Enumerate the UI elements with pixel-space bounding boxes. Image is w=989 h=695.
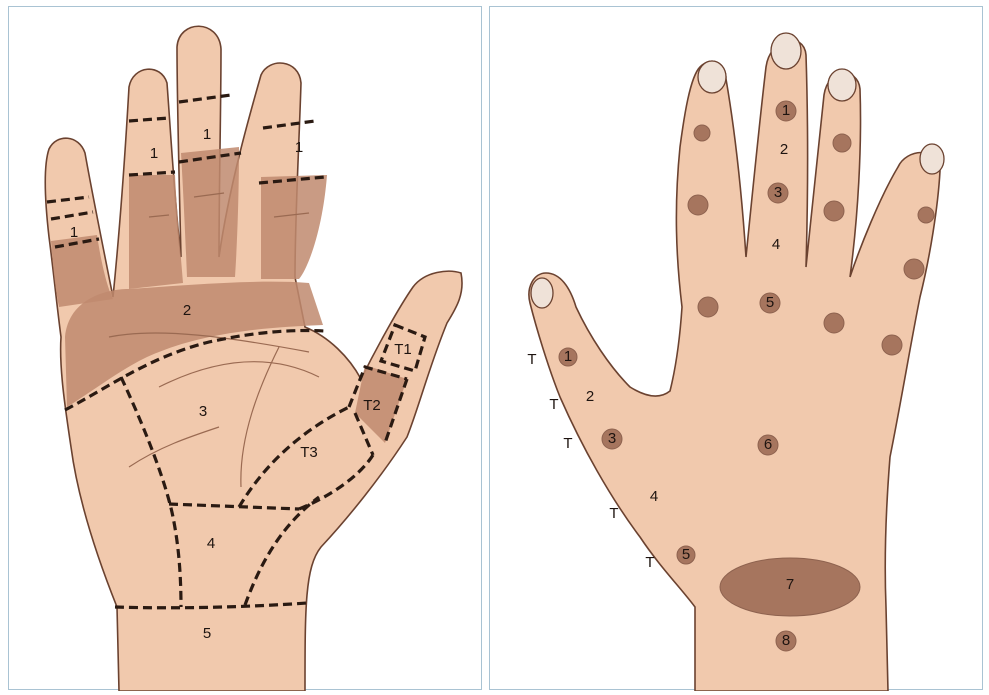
- t-marker-3: T: [563, 435, 572, 452]
- middle-fingernail-dorsal: [771, 33, 801, 69]
- palm-central-zone-label: 3: [199, 403, 207, 420]
- thumb-mcp-label: 3: [608, 430, 616, 447]
- index-mcp-spot: [698, 297, 718, 317]
- index-finger-zone-label: 1: [295, 139, 303, 156]
- middle-shaft-lower-label: 4: [772, 236, 780, 253]
- thumb-shaft-upper-label: 2: [586, 388, 594, 405]
- index-proximal-shade: [261, 175, 327, 279]
- little-pip-spot: [904, 259, 924, 279]
- ring-dip-spot: [833, 134, 851, 152]
- dorsal-view-panel: 1 2 3 4 5 6 7 8 1 2 3 4 5 T T T T T: [489, 6, 983, 690]
- palm-upper-zone-label: 2: [183, 302, 191, 319]
- little-dip-spot: [918, 207, 934, 223]
- middle-distal-label: 1: [782, 102, 790, 119]
- little-mcp-spot: [882, 335, 902, 355]
- thumb-base-label: 5: [682, 546, 690, 563]
- ring-mcp-spot: [824, 313, 844, 333]
- wrist-band-label: 7: [786, 576, 794, 593]
- ring-pip-spot: [824, 201, 844, 221]
- wrist-zone-label: 5: [203, 625, 211, 642]
- middle-finger-zone-label: 1: [203, 126, 211, 143]
- index-dip-spot: [694, 125, 710, 141]
- thumb-nail-dorsal: [531, 278, 553, 308]
- ring-fingernail-dorsal: [828, 69, 856, 101]
- t-marker-1: T: [527, 351, 536, 368]
- little-finger-zone-label: 1: [70, 224, 78, 241]
- middle-proximal-shade: [181, 147, 239, 277]
- t-marker-5: T: [645, 554, 654, 571]
- thumb-middle-zone-label: T2: [363, 397, 381, 414]
- middle-pip-label: 3: [774, 184, 782, 201]
- index-fingernail-dorsal: [698, 61, 726, 93]
- ring-proximal-shade: [129, 175, 183, 289]
- middle-knuckle-label: 5: [766, 294, 774, 311]
- back-of-hand-label: 6: [764, 436, 772, 453]
- thenar-zone-label: T3: [300, 444, 318, 461]
- palm-view-panel: 1 1 1 1 2 3 4 5 T1 T2 T3: [8, 6, 482, 690]
- dorsal-illustration: 1 2 3 4 5 6 7 8 1 2 3 4 5 T T T T T: [490, 7, 984, 691]
- ring-finger-zone-label: 1: [150, 145, 158, 162]
- thumb-ip-label: 1: [564, 348, 572, 365]
- thumb-tip-zone-label: T1: [394, 341, 412, 358]
- forearm-label: 8: [782, 632, 790, 649]
- t-marker-4: T: [609, 505, 618, 522]
- little-fingernail-dorsal: [920, 144, 944, 174]
- middle-shaft-upper-label: 2: [780, 141, 788, 158]
- thumb-shaft-lower-label: 4: [650, 488, 658, 505]
- index-pip-spot: [688, 195, 708, 215]
- palm-lower-zone-label: 4: [207, 535, 215, 552]
- palm-illustration: 1 1 1 1 2 3 4 5 T1 T2 T3: [9, 7, 483, 691]
- t-marker-2: T: [549, 396, 558, 413]
